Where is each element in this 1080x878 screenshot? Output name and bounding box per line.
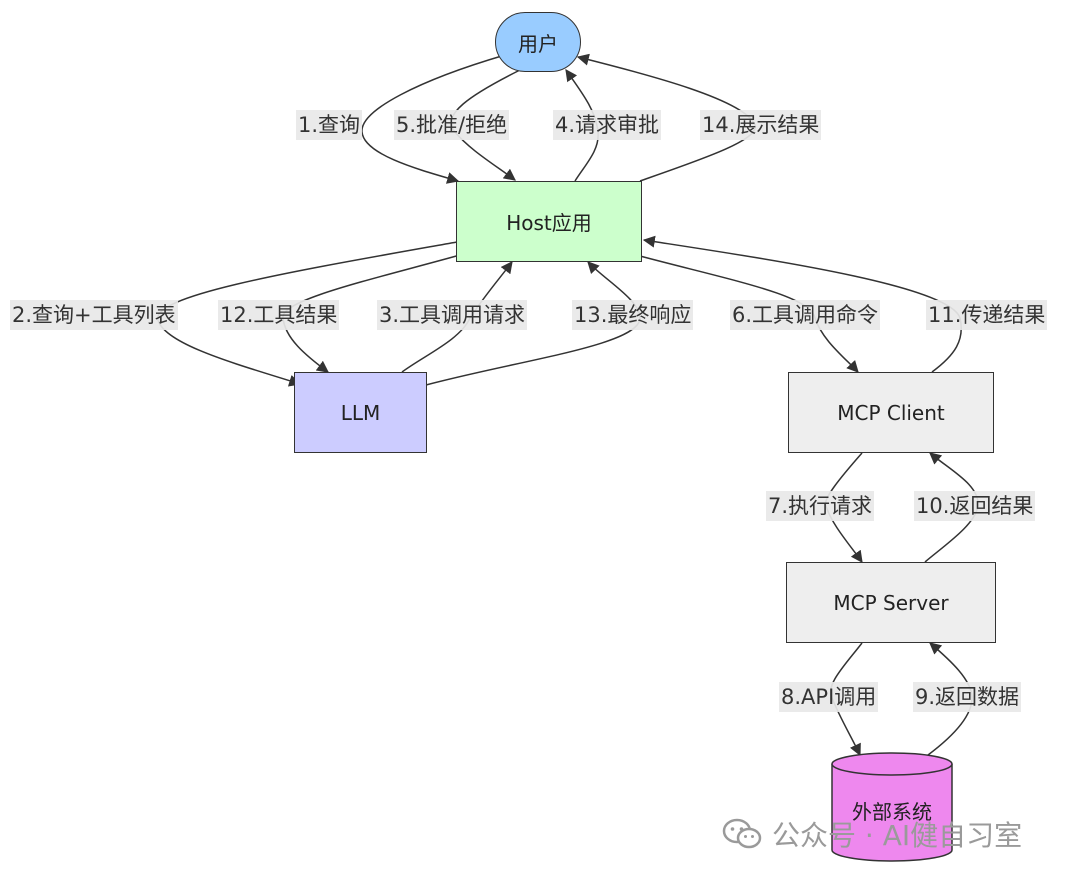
edge-label-5: 5.批准/拒绝: [394, 110, 510, 140]
edge-label-4: 4.请求审批: [553, 110, 662, 140]
edge-label-7: 7.执行请求: [766, 491, 875, 521]
edge-1: [361, 54, 506, 184]
edge-11: [642, 235, 962, 373]
edge-label-10: 10.返回结果: [914, 491, 1036, 521]
node-llm-label: LLM: [340, 400, 381, 425]
edge-label-11: 11.传递结果: [926, 300, 1048, 330]
edge-label-12: 12.工具结果: [218, 300, 340, 330]
node-llm: LLM: [294, 372, 427, 453]
edge-label-2: 2.查询+工具列表: [10, 300, 178, 330]
node-external: 外部系统: [830, 780, 954, 840]
edge-label-1: 1.查询: [296, 110, 363, 140]
edge-label-13: 13.最终响应: [572, 300, 694, 330]
wechat-icon: [722, 818, 762, 849]
node-mcp-client: MCP Client: [788, 372, 994, 453]
node-host-label: Host应用: [506, 211, 592, 235]
node-external-label: 外部系统: [852, 799, 932, 824]
node-user: 用户: [495, 12, 581, 72]
watermark: 公众号 · AI健自习室: [722, 814, 1022, 854]
edge-label-9: 9.返回数据: [913, 682, 1022, 712]
edge-label-8: 8.API调用: [779, 682, 879, 712]
edge-label-3: 3.工具调用请求: [377, 300, 528, 330]
node-host: Host应用: [456, 181, 642, 262]
edge-label-14: 14.展示结果: [700, 110, 822, 140]
node-mcp-server: MCP Server: [786, 562, 996, 643]
node-mcp-server-label: MCP Server: [833, 590, 949, 615]
edge-label-6: 6.工具调用命令: [730, 300, 881, 330]
watermark-text: 公众号 · AI健自习室: [772, 819, 1023, 852]
node-user-label: 用户: [518, 31, 558, 56]
node-external-cylinder: [831, 752, 953, 862]
node-mcp-client-label: MCP Client: [837, 400, 945, 425]
